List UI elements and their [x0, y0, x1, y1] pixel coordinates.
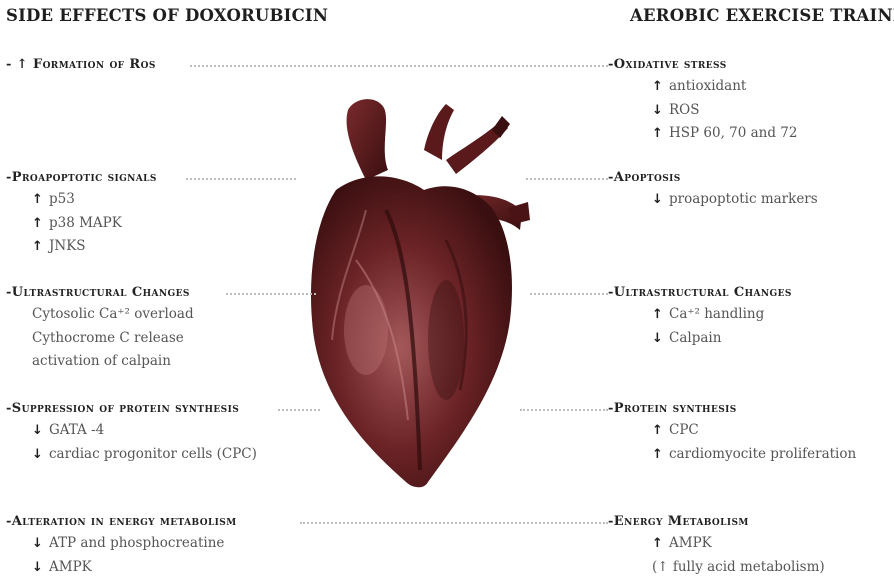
left-section-proapoptotic: -Proapoptotic signals ↑p53 ↑p38 MAPK ↑JN… [6, 168, 157, 259]
section-heading: -Proapoptotic signals [6, 168, 157, 188]
list-item: ↑JNKS [32, 235, 157, 259]
heart-image [296, 90, 534, 495]
list-item: ↑CPC [652, 419, 856, 443]
connector-line [278, 409, 320, 411]
list-item: ↑antioxidant [652, 75, 797, 99]
list-item: ↓ATP and phosphocreatine [32, 532, 237, 556]
right-section-energy: -Energy Metabolism ↑AMPK (↑ fully acid m… [608, 512, 825, 579]
connector-line [186, 178, 296, 180]
list-item: ↑cardiomyocite proliferation [652, 443, 856, 467]
right-section-oxidative: -Oxidative stress ↑antioxidant ↓ROS ↑HSP… [608, 55, 797, 146]
section-heading: -Ultrastructural Changes [6, 283, 194, 303]
list-item: ↓GATA -4 [32, 419, 257, 443]
left-column-title: SIDE EFFECTS OF DOXORUBICIN [6, 6, 328, 25]
list-item: (↑ fully acid metabolism) [652, 556, 825, 579]
left-section-ultrastructural: -Ultrastructural Changes Cytosolic Ca⁺² … [6, 283, 194, 374]
connector-line [190, 65, 608, 67]
list-item: ↓AMPK [32, 556, 237, 579]
right-column-title: AEROBIC EXERCISE TRAINING [630, 6, 894, 25]
list-item: ↑AMPK [652, 532, 825, 556]
heart-illustration [296, 90, 534, 495]
list-item: ↓proapoptotic markers [652, 188, 818, 212]
list-item: ↑p38 MAPK [32, 212, 157, 236]
left-section-protein: -Suppression of protein synthesis ↓GATA … [6, 399, 257, 466]
section-heading: -Alteration in energy metabolism [6, 512, 237, 532]
connector-line [526, 178, 608, 180]
section-heading: - ↑ Formation of Ros [6, 55, 156, 75]
right-section-apoptosis: -Apoptosis ↓proapoptotic markers [608, 168, 818, 212]
list-item: Cythocrome C release [32, 327, 194, 351]
list-item: Cytosolic Ca⁺² overload [32, 303, 194, 327]
connector-line [530, 293, 608, 295]
section-heading: -Ultrastructural Changes [608, 283, 792, 303]
connector-line [300, 522, 608, 524]
section-heading: -Protein synthesis [608, 399, 856, 419]
list-item: ↑p53 [32, 188, 157, 212]
right-section-protein: -Protein synthesis ↑CPC ↑cardiomyocite p… [608, 399, 856, 466]
right-section-ultrastructural: -Ultrastructural Changes ↑Ca⁺² handling … [608, 283, 792, 350]
list-item: ↑HSP 60, 70 and 72 [652, 122, 797, 146]
left-section-ros: - ↑ Formation of Ros [6, 55, 156, 75]
list-item: activation of calpain [32, 350, 194, 374]
list-item: ↑Ca⁺² handling [652, 303, 792, 327]
connector-line [520, 409, 608, 411]
section-heading: -Suppression of protein synthesis [6, 399, 257, 419]
section-heading: -Oxidative stress [608, 55, 797, 75]
section-heading: -Energy Metabolism [608, 512, 825, 532]
list-item: ↓Calpain [652, 327, 792, 351]
left-section-energy: -Alteration in energy metabolism ↓ATP an… [6, 512, 237, 579]
list-item: ↓cardiac progonitor cells (CPC) [32, 443, 257, 467]
connector-line [226, 293, 316, 295]
list-item: ↓ROS [652, 99, 797, 123]
section-heading: -Apoptosis [608, 168, 818, 188]
